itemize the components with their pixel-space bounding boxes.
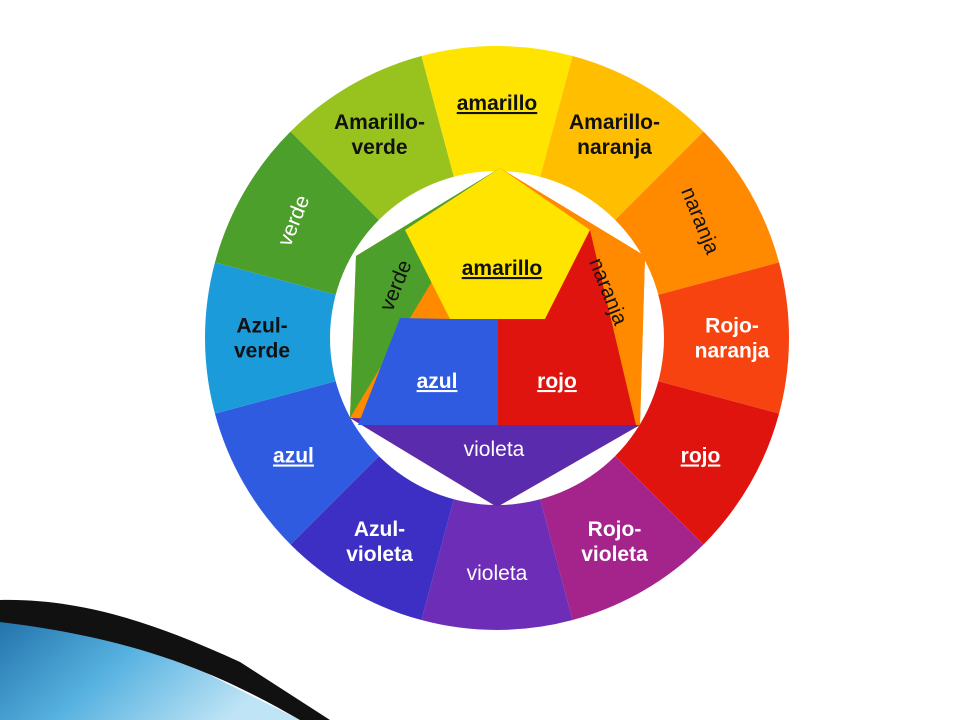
ring-label-rojo: rojo — [681, 445, 721, 468]
outer-ring-labels: amarilloAmarillo-naranjanaranjaRojo-nara… — [234, 92, 770, 585]
inner-label-rojo: rojo — [537, 370, 577, 393]
inner-triangle-violeta — [350, 418, 640, 507]
ring-label-amarillo-naranja: Amarillo-naranja — [569, 111, 660, 159]
inner-shape-rojo — [498, 230, 636, 425]
swoosh-blue-band — [0, 612, 300, 720]
ring-label-rojo-violeta: Rojo-violeta — [581, 518, 648, 566]
inner-label-amarillo: amarillo — [462, 257, 543, 280]
corner-swoosh-decoration — [0, 599, 330, 720]
inner-triangles — [350, 168, 645, 507]
ring-label-azul-violeta: Azul-violeta — [346, 518, 413, 566]
ring-label-violeta: violeta — [467, 562, 528, 585]
inner-pentagon-amarillo — [405, 168, 590, 319]
ring-label-amarillo: amarillo — [457, 92, 538, 115]
inner-shape-azul — [358, 318, 498, 425]
ring-label-rojo-naranja: Rojo-naranja — [695, 315, 770, 363]
inner-label-azul: azul — [417, 370, 458, 393]
ring-label-azul-verde: Azul-verde — [234, 315, 290, 363]
ring-label-azul: azul — [273, 445, 314, 468]
ring-label-amarillo-verde: Amarillo-verde — [334, 111, 425, 159]
swoosh-dark-stroke — [0, 599, 330, 720]
inner-label-violeta: violeta — [464, 438, 525, 461]
